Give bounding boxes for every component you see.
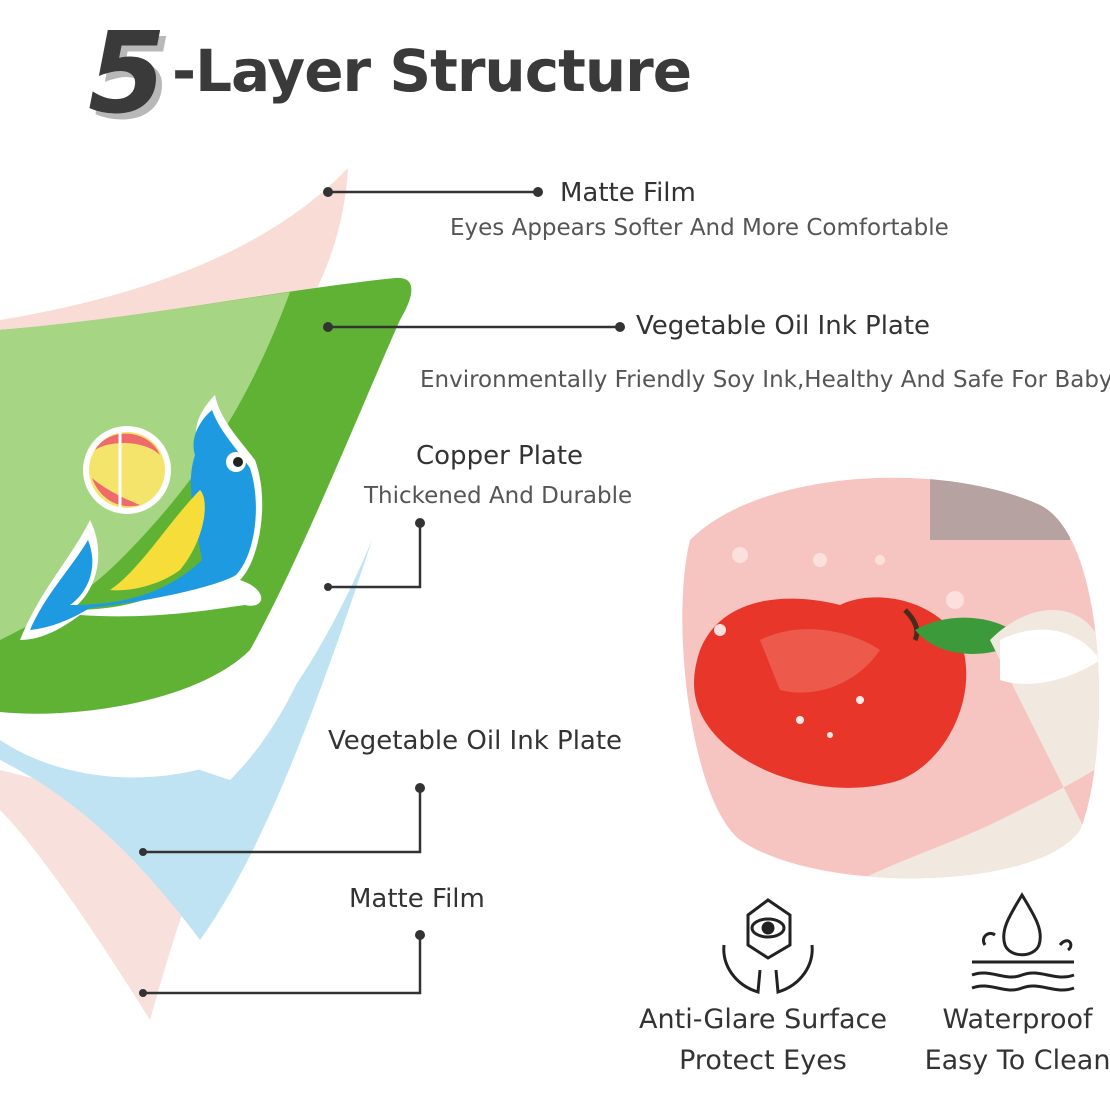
dolphin-illustration (20, 395, 263, 640)
eye-hands-icon (722, 898, 814, 994)
feature-waterproof-subtitle: Easy To Clean (924, 1044, 1110, 1076)
top-ink-label: Vegetable Oil Ink Plate (636, 311, 931, 341)
feature-anti-glare-title: Anti-Glare Surface (639, 1004, 887, 1035)
feature-waterproof-title: Waterproof (942, 1004, 1093, 1035)
page-title: -Layer Structure (172, 37, 692, 105)
top-matte-label: Matte Film (560, 178, 696, 208)
beach-ball-illustration (83, 426, 171, 514)
copper-plate-layer (0, 540, 372, 940)
feature-waterproof: Waterproof Easy To Clean (920, 1000, 1110, 1081)
bottom-ink-label: Vegetable Oil Ink Plate (328, 726, 623, 756)
bottom-matte-label: Matte Film (349, 884, 485, 914)
top-matte-desc: Eyes Appears Softer And More Comfortable (450, 215, 949, 241)
feature-anti-glare-subtitle: Protect Eyes (679, 1044, 847, 1076)
copper-desc: Thickened And Durable (364, 483, 633, 509)
copper-label: Copper Plate (416, 441, 584, 471)
connector-dots (139, 187, 625, 997)
feature-anti-glare: Anti-Glare Surface Protect Eyes (638, 1000, 888, 1081)
water-drop-icon (971, 892, 1075, 992)
connector-lines (143, 190, 620, 995)
top-ink-desc: Environmentally Friendly Soy Ink,Healthy… (420, 367, 1110, 393)
product-photo (682, 477, 1100, 879)
title-number: 5 (88, 9, 166, 139)
